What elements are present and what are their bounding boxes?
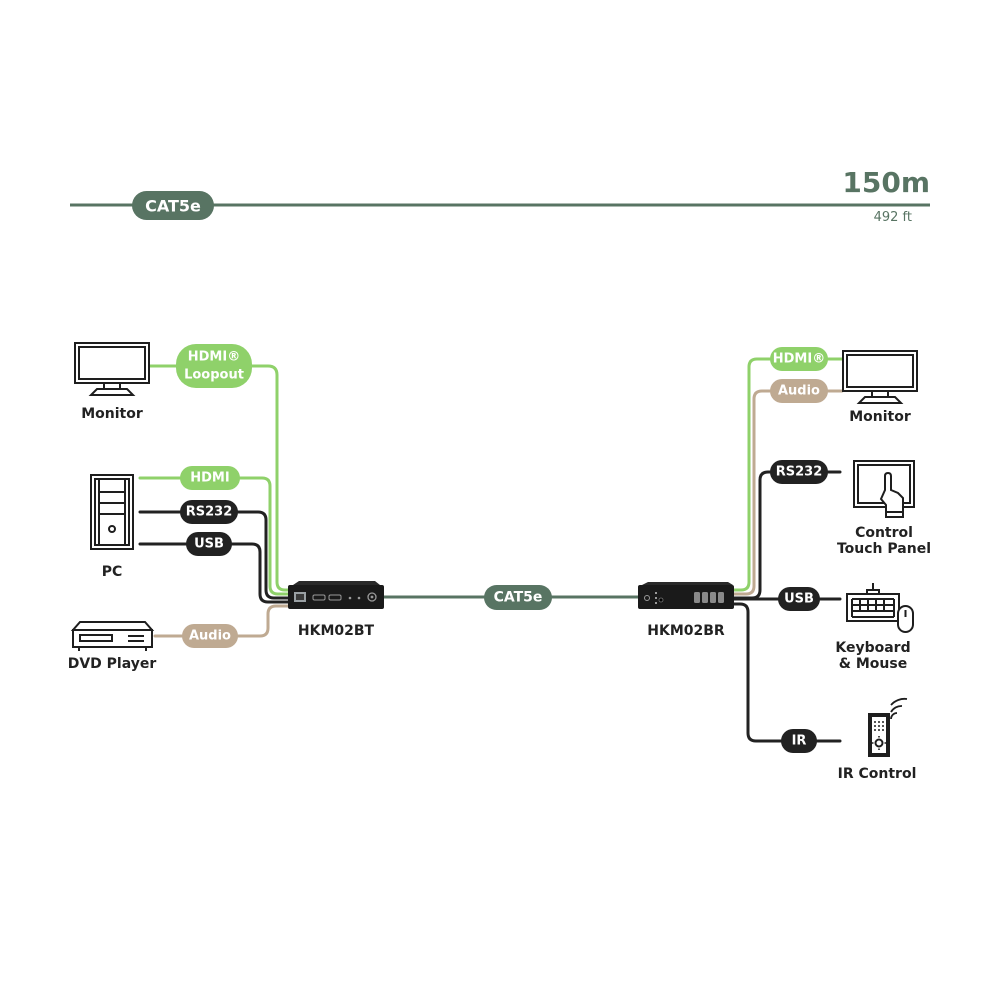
monitor-icon [842, 350, 918, 404]
svg-text:IR: IR [792, 734, 807, 749]
pill-right-usb: USB [778, 587, 820, 611]
usb-port [718, 592, 724, 603]
keyboard-mouse: Keyboard & Mouse [835, 583, 914, 672]
left-monitor-label: Monitor [81, 406, 143, 422]
transmitter-device: HKM02BT [288, 581, 384, 639]
svg-text:Audio: Audio [189, 629, 231, 644]
hdmi-port [312, 594, 326, 601]
pill-left-hdmi: HDMI [180, 466, 240, 490]
wire-right-audio [732, 389, 844, 596]
pill-right-ir: IR [781, 729, 817, 753]
touch-panel-icon [853, 460, 915, 518]
left-monitor: Monitor [74, 342, 150, 422]
pc-tower-icon [90, 474, 134, 550]
pill-right-hdmi: HDMI® [770, 347, 828, 371]
ir-control: IR Control [838, 697, 917, 782]
usb-port [694, 592, 700, 603]
wire-left-audio [153, 604, 298, 638]
touch-panel-label-line1: Control [855, 525, 913, 541]
receiver-label: HKM02BR [647, 623, 725, 639]
touch-panel: Control Touch Panel [837, 460, 931, 557]
svg-text:Audio: Audio [778, 384, 820, 399]
distance-cable-pill [132, 191, 214, 220]
distance-feet: 492 ft [874, 210, 912, 225]
monitor-icon [74, 342, 150, 396]
receiver-device: HKM02BR [638, 582, 734, 639]
distance-cable-label: CAT5e [145, 197, 201, 216]
svg-text:HDMI: HDMI [190, 471, 229, 486]
keyboard-mouse-label-line1: Keyboard [835, 640, 910, 656]
dvd-player-label: DVD Player [68, 656, 157, 672]
wire-right-ir [732, 602, 842, 743]
pc-label: PC [102, 564, 123, 580]
distance-meters: 150m [842, 166, 930, 199]
transmitter-label: HKM02BT [298, 623, 375, 639]
svg-text:Loopout: Loopout [184, 368, 244, 383]
svg-text:RS232: RS232 [776, 465, 823, 480]
hdmi-port [328, 594, 342, 601]
pill-left-usb: USB [186, 532, 232, 556]
wire-left-rs232 [138, 510, 298, 600]
pill-left-hdmi-loopout: HDMI® Loopout [176, 344, 252, 388]
wire-right-hdmi [732, 357, 844, 592]
ir-remote-icon [868, 697, 908, 757]
svg-text:USB: USB [194, 537, 224, 552]
keyboard-mouse-label-line2: & Mouse [839, 656, 907, 672]
svg-text:RS232: RS232 [186, 505, 233, 520]
right-monitor-label: Monitor [849, 409, 911, 425]
svg-text:CAT5e: CAT5e [494, 590, 543, 606]
pill-right-rs232: RS232 [770, 460, 828, 484]
pill-right-audio: Audio [770, 379, 828, 403]
touch-panel-label-line2: Touch Panel [837, 541, 931, 557]
wires [138, 357, 844, 743]
pill-cat5e-link: CAT5e [484, 585, 552, 610]
pc: PC [90, 474, 134, 580]
svg-text:HDMI®: HDMI® [773, 352, 825, 367]
pill-left-audio: Audio [182, 624, 238, 648]
distance-bar: CAT5e 150m 492 ft [70, 166, 930, 225]
dvd-player: DVD Player [68, 621, 157, 672]
wire-left-hdmi-loopout [148, 364, 298, 592]
usb-port [702, 592, 708, 603]
keyboard-mouse-icon [846, 583, 914, 633]
svg-text:USB: USB [784, 592, 814, 607]
svg-text:HDMI®: HDMI® [188, 350, 240, 365]
ir-control-label: IR Control [838, 766, 917, 782]
right-monitor: Monitor [842, 350, 918, 425]
power-port [367, 592, 377, 602]
wire-left-hdmi-pc [138, 476, 298, 596]
usb-port [710, 592, 716, 603]
pill-left-rs232: RS232 [180, 500, 238, 524]
wire-left-usb [138, 542, 298, 604]
dvd-player-icon [70, 621, 155, 651]
